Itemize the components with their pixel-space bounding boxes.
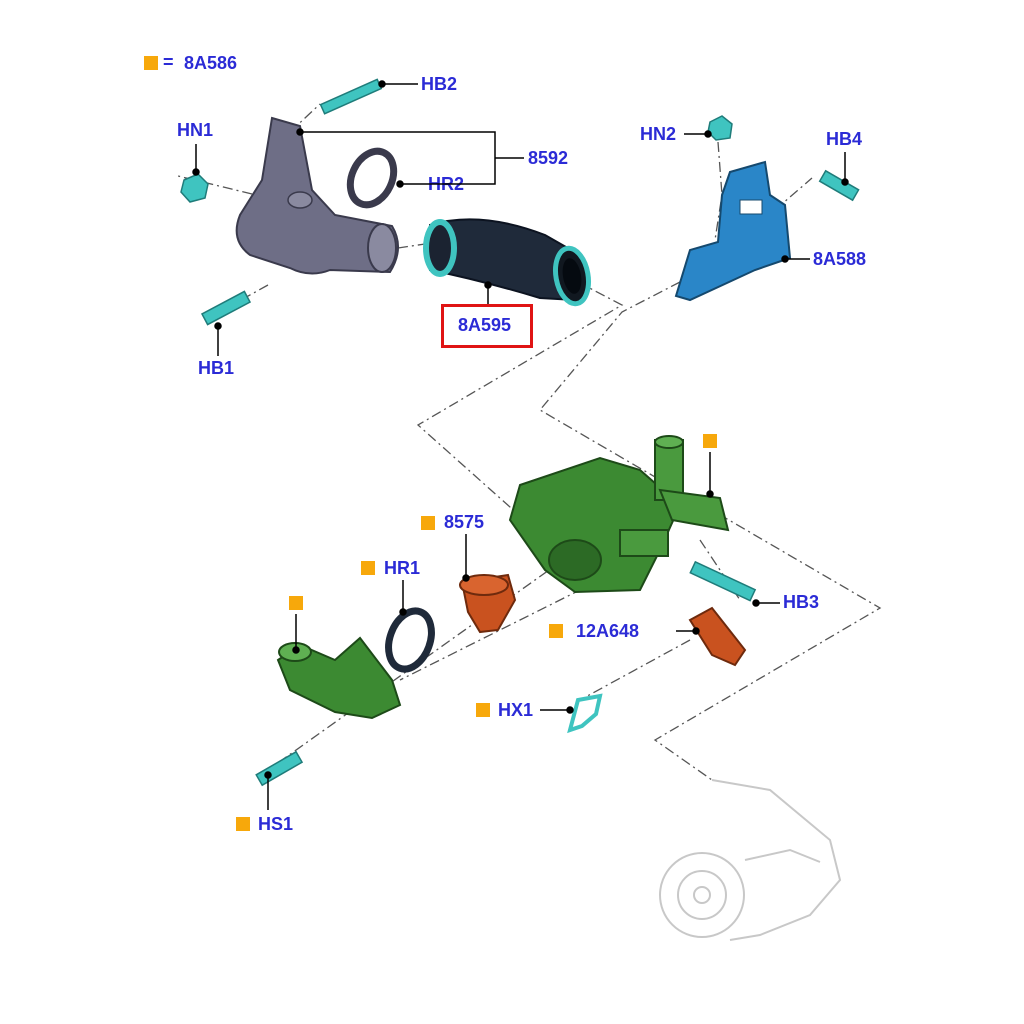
label-hb3: HB3 [783,592,820,612]
bracket [674,160,792,302]
label-hr1: HR1 [384,558,421,578]
legend-equals: = [163,52,174,72]
label-hb4: HB4 [826,129,863,149]
label-8592: 8592 [528,148,569,168]
label-8a588: 8A588 [813,249,867,269]
legend-code: 8A586 [184,53,238,73]
bolt-hb3 [689,560,757,602]
legend-marker [144,56,158,70]
thermostat-housing [508,435,730,594]
marker-hr1 [361,561,375,575]
water-pump-ghost [659,779,842,941]
label-8575: 8575 [444,512,485,532]
marker-12a648 [549,624,563,638]
temperature-sensor [688,606,747,667]
label-hx1: HX1 [498,700,534,720]
bolt-hb1 [200,290,252,326]
label-hn1: HN1 [177,120,214,140]
label-8a595: 8A595 [458,315,512,335]
label-12a648: 12A648 [576,621,640,641]
coolant-hose [423,218,591,307]
thermostat [459,573,517,634]
o-ring-hr2 [346,147,398,209]
upper-water-pipe [235,116,399,275]
clip-hx1 [567,693,603,734]
label-hn2: HN2 [640,124,677,144]
label-hb1: HB1 [198,358,235,378]
fasteners [180,78,860,787]
label-hs1: HS1 [258,814,294,834]
marker-outlet-elbow [289,596,303,610]
marker-outlet-pipe [703,434,717,448]
label-hb2: HB2 [421,74,458,94]
marker-8575 [421,516,435,530]
o-ring-hr1 [385,607,435,673]
marker-hx1 [476,703,490,717]
highlight-box [441,304,533,348]
marker-hs1 [236,817,250,831]
